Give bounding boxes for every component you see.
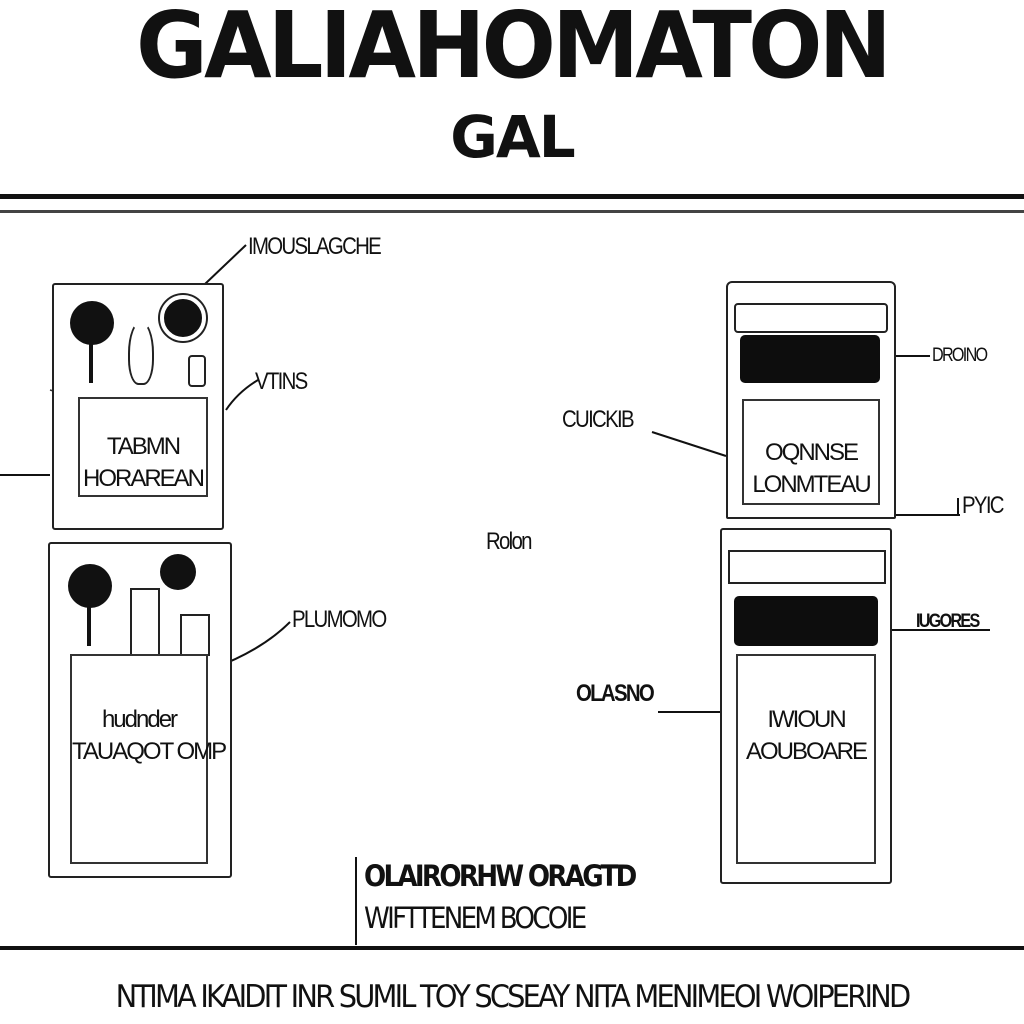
top-strip: [728, 550, 886, 584]
right-top-unit: OQNNSE LONMTEAU: [726, 281, 896, 519]
bottle-icon: [130, 588, 160, 656]
panel-line: TABMN: [106, 433, 181, 460]
panel-line: AOUBOARE: [745, 738, 868, 766]
display-screen: [734, 596, 878, 646]
knob-stem: [87, 606, 91, 646]
right-top-panel: OQNNSE LONMTEAU: [742, 399, 880, 505]
callout-label: IUGORES: [916, 611, 980, 632]
left-top-panel: TABMN HORAREAN: [78, 397, 208, 497]
right-bottom-panel: IWIOUN AOUBOARE: [736, 654, 876, 864]
header-rule-top: [0, 194, 1024, 199]
diagram-title: GALIAHOMATON: [136, 0, 892, 99]
leader-top-left: [204, 244, 247, 285]
callout-label: PYIC: [962, 492, 1005, 519]
center-label: Rolon: [486, 528, 533, 555]
left-bottom-unit: hudnder TAUAQOT OMP: [48, 542, 232, 878]
panel-line: hudnder: [101, 706, 178, 733]
callout-label: PLUMOMO: [292, 606, 387, 633]
knob-icon: [68, 564, 112, 608]
header-rule-bottom: [0, 210, 1024, 213]
display-screen: [740, 335, 880, 383]
knob-icon: [70, 301, 114, 345]
notes-line: WIFTTENEM BOCOIE: [364, 901, 587, 936]
knob-stem: [89, 343, 93, 383]
footer-caption: NTIMA IKAIDIT INR SUMIL TOY SCSEAY NITA …: [115, 979, 912, 1015]
knob-icon: [160, 295, 206, 341]
switch-icon: [188, 355, 206, 387]
panel-line: IWIOUN: [767, 706, 846, 733]
panel-line: HORAREAN: [82, 465, 205, 493]
notes-line: OLAIRORHW ORAGTD: [364, 859, 637, 893]
bottle-icon: [180, 614, 210, 656]
panel-line: LONMTEAU: [752, 471, 871, 499]
callout-label: CUICKIB: [562, 406, 635, 433]
right-bottom-unit: IWIOUN AOUBOARE: [720, 528, 892, 884]
knob-icon: [160, 554, 196, 590]
callout-label: VTINS: [255, 368, 308, 395]
leader-side-left: [225, 379, 259, 411]
left-bottom-panel: hudnder TAUAQOT OMP: [70, 654, 227, 864]
leader-cuickib: [651, 431, 727, 457]
left-top-unit: TABMN HORAREAN: [52, 283, 224, 530]
diagram-subtitle: GAL: [450, 103, 575, 171]
droplet-icon: [128, 321, 154, 385]
callout-label: IMOUSLAGCHE: [248, 233, 382, 260]
panel-line: OQNNSE: [764, 439, 859, 466]
panel-line: TAUAQOT OMP: [72, 738, 227, 766]
top-strip: [734, 303, 888, 333]
callout-label: OLASNO: [576, 680, 655, 707]
callout-label: DROINO: [932, 345, 988, 366]
notes-block: OLAIRORHW ORAGTD WIFTTENEM BOCOIE: [364, 855, 637, 939]
